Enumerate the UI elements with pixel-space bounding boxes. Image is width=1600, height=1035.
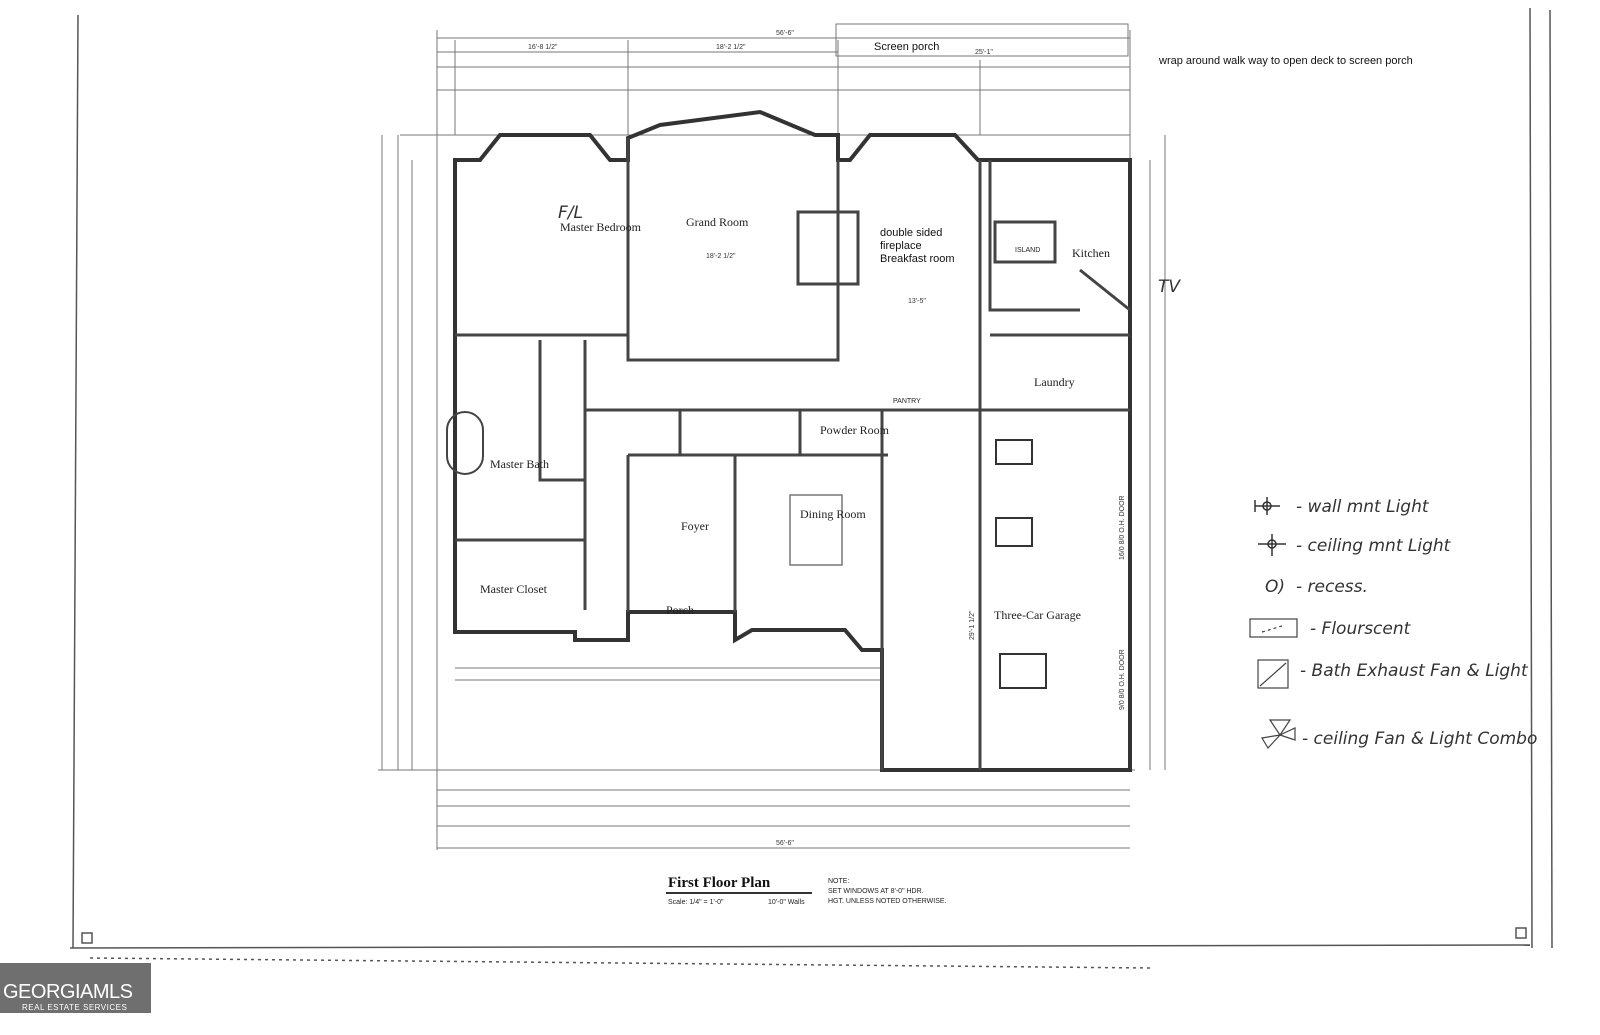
room-dining-room: Dining Room — [800, 507, 866, 521]
dim-breakfast: 13'-5" — [908, 298, 926, 305]
screen-porch-label: Screen porch — [874, 41, 939, 53]
note-line1: SET WINDOWS AT 8'-0" HDR. — [828, 888, 924, 895]
dim-grand-room: 18'-2 1/2" — [706, 253, 736, 260]
logo-name: GEORGIAMLS — [3, 981, 133, 1003]
room-kitchen: Kitchen — [1072, 246, 1110, 260]
plan-walls: 10'-0" Walls — [768, 899, 805, 906]
ceiling-light-icon — [1258, 534, 1286, 556]
dim-seg1: 16'-8 1/2" — [528, 44, 558, 51]
recessed-icon: O) — [1265, 577, 1285, 597]
legend-label: - wall mnt Light — [1296, 497, 1430, 517]
fl-mark: F/L — [558, 203, 583, 223]
room-grand-room: Grand Room — [686, 215, 749, 229]
island-label: ISLAND — [1015, 247, 1040, 254]
room-laundry: Laundry — [1034, 375, 1075, 389]
walls — [446, 109, 1132, 772]
room-porch: Porch — [666, 603, 694, 617]
dimension-lines — [378, 23, 1166, 850]
dim-overall-top: 56'-6" — [776, 30, 794, 37]
title-block: First Floor Plan Scale: 1/4" = 1'-0" 10'… — [666, 875, 947, 906]
logo-subtitle: REAL ESTATE SERVICES — [22, 1003, 128, 1012]
walkway-note: wrap around walk way to open deck to scr… — [1158, 55, 1413, 67]
room-foyer: Foyer — [681, 519, 709, 533]
fluorescent-icon — [1249, 618, 1298, 638]
plan-scale: Scale: 1/4" = 1'-0" — [668, 899, 724, 906]
note-label: NOTE: — [828, 878, 849, 885]
room-master-bath: Master Bath — [490, 457, 549, 471]
legend-label: - Flourscent — [1310, 619, 1412, 639]
dim-garage-depth: 29'-1 1/2" — [969, 610, 976, 640]
garage-door-2: 9/0 8/0 O.H. DOOR — [1119, 649, 1126, 710]
ceiling-fan-icon — [1261, 719, 1296, 749]
dim-overall-bottom: 56'-6" — [776, 840, 794, 847]
tv-mark: TV — [1158, 277, 1181, 297]
dim-seg2: 18'-2 1/2" — [716, 44, 746, 51]
plan-title: First Floor Plan — [668, 875, 771, 891]
legend: - wall mnt Light - ceiling mnt Light O) … — [1249, 497, 1537, 749]
room-garage: Three-Car Garage — [994, 608, 1081, 622]
legend-label: - recess. — [1296, 577, 1368, 597]
legend-label: - ceiling Fan & Light Combo — [1302, 729, 1537, 749]
breakfast-note-line2: fireplace — [880, 240, 922, 252]
sheet-frame — [69, 7, 1553, 969]
room-master-closet: Master Closet — [480, 582, 548, 596]
garage-door-1: 16/0 8/0 O.H. DOOR — [1119, 495, 1126, 560]
wall-light-icon — [1254, 497, 1280, 515]
dimension-labels: 56'-6" 16'-8 1/2" 18'-2 1/2" 25'-1" 18'-… — [528, 30, 1126, 847]
pantry-label: PANTRY — [893, 398, 921, 405]
legend-label: - Bath Exhaust Fan & Light — [1300, 661, 1529, 681]
breakfast-note-line1: double sided — [880, 227, 942, 239]
dim-screen-porch: 25'-1" — [975, 49, 993, 56]
georgia-mls-logo: GEORGIAMLS REAL ESTATE SERVICES — [0, 963, 151, 1013]
room-powder-room: Powder Room — [820, 423, 890, 437]
bath-exhaust-icon — [1257, 659, 1289, 689]
room-master-bedroom: Master Bedroom — [560, 220, 642, 234]
legend-label: - ceiling mnt Light — [1296, 536, 1452, 556]
room-labels: Master Bedroom Grand Room double sided f… — [480, 41, 1413, 622]
breakfast-note-line3: Breakfast room — [880, 253, 955, 265]
note-line2: HGT. UNLESS NOTED OTHERWISE. — [828, 898, 947, 905]
